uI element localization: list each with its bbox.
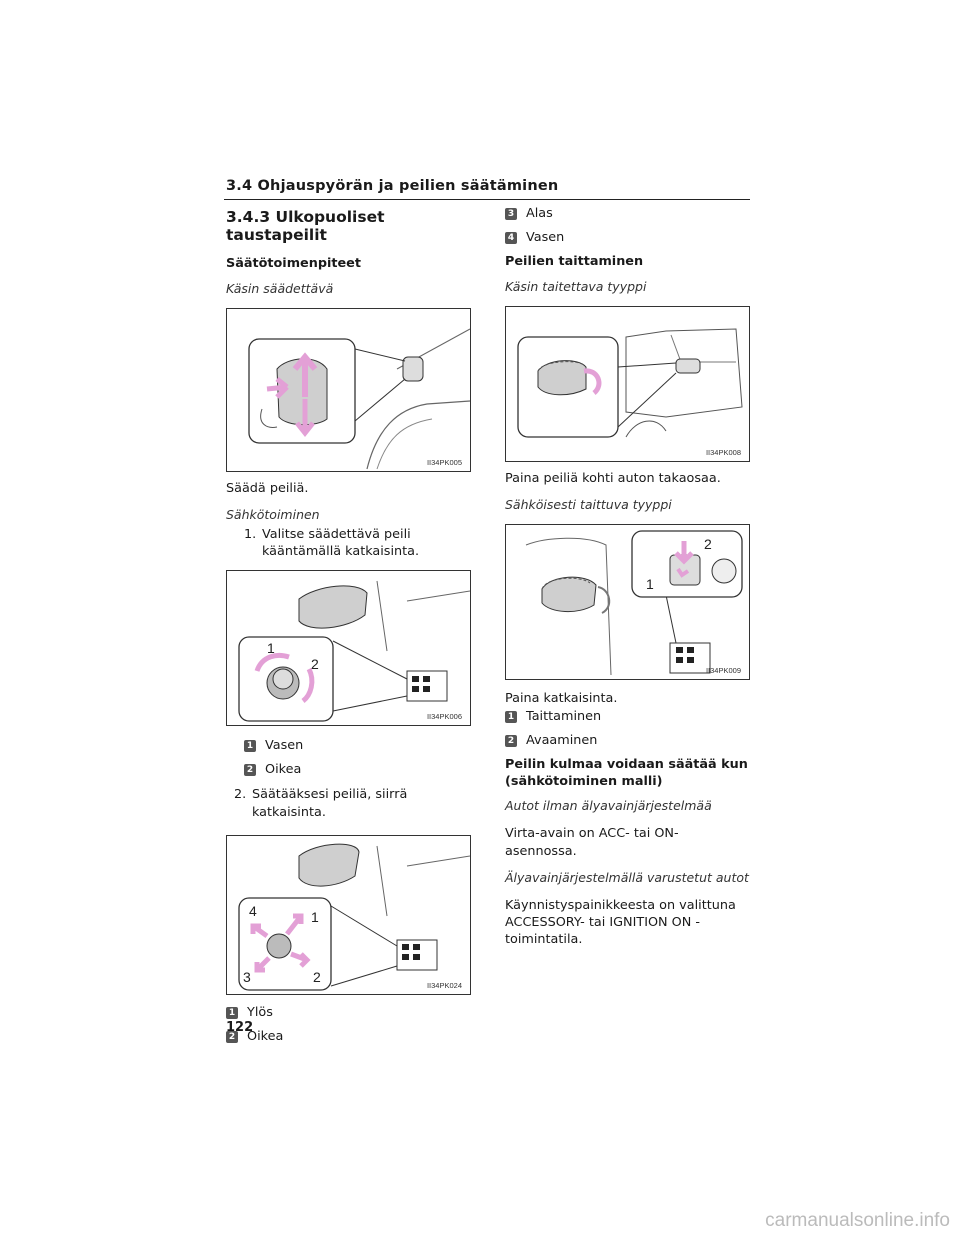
svg-text:3: 3 [243,969,251,985]
svg-text:1: 1 [311,909,319,925]
svg-text:2: 2 [313,969,321,985]
step-number: 2. [234,787,247,803]
smart-text: Käynnistyspainikkeesta on valittuna ACCE… [505,897,736,948]
smart-label: Älyavainjärjestelmällä varustetut autot [505,869,749,885]
legend-label: Taittaminen [526,709,602,725]
figure-electric-fold: 2 1 II34PK009 [505,523,750,680]
manual-mirror-illustration [248,328,470,469]
header-rule [224,199,750,200]
legend-number: 1 [505,711,517,724]
step-number: 1. [244,526,257,542]
right-column: 3 Alas 4 Vasen Peilien taittaminen Käsin… [505,206,750,959]
legend-item: 1 Vasen [244,738,471,753]
legend-label: Alas [526,206,553,221]
legend-item: 2 Oikea [244,762,471,777]
watermark: carmanualsonline.info [765,1210,950,1231]
step-1: 1. Valitse säädettävä peili kääntämällä … [226,526,471,561]
figure-code: II34PK006 [426,712,462,722]
legend-label: Oikea [265,762,302,778]
figure-manual-fold: II34PK008 [505,305,750,462]
legend-number: 2 [244,764,256,777]
svg-text:4: 4 [249,903,257,919]
fig2-legend: 1 Vasen 2 Oikea [226,738,471,777]
legend-label: Vasen [265,738,304,754]
svg-text:2: 2 [704,536,712,552]
figure-electric-adjust: 4 1 3 2 II34PK024 [226,834,471,995]
page-number: 122 [226,1020,254,1035]
legend-number: 2 [226,1030,238,1043]
fig5-legend: 1 Taittaminen 2 Avaaminen [505,709,750,748]
fig5-caption: Paina katkaisinta. [505,690,618,706]
fig3-legend: 1 Ylös 2 Oikea [226,1005,471,1044]
subhead-conditions: Peilin kulmaa voidaan säätää kun (sähköt… [505,757,748,789]
svg-text:1: 1 [267,640,275,656]
subhead-adjustment: Säätötoimenpiteet [226,256,361,271]
legend-label: Oikea [247,1028,284,1044]
legend-number: 3 [505,208,517,220]
step-text: Valitse säädettävä peili kääntämällä kat… [262,526,420,560]
electric-fold-illustration: 2 1 [525,530,743,675]
figure-electric-select: 1 2 II34PK006 [226,570,471,727]
legend-number: 4 [505,232,517,244]
manual-fold-label: Käsin taitettava tyyppi [505,278,647,294]
subhead-folding: Peilien taittaminen [505,254,644,269]
legend-item: 2 Avaaminen [505,733,750,748]
legend-number: 1 [226,1006,238,1019]
electric-switch-illustration: 1 2 [238,581,470,723]
legend-item: 3 Alas [505,206,750,221]
step-2: 2. Säätääksesi peiliä, siirrä katkaisint… [226,786,471,821]
no-smart-text: Virta-avain on ACC- tai ON-asennossa. [505,826,679,859]
left-column: 3.4.3 Ulkopuoliset taustapeilit Säätötoi… [226,208,471,1053]
running-header: 3.4 Ohjauspyörän ja peilien säätäminen [226,178,559,194]
fig4-caption: Paina peiliä kohti auton takaosaa. [505,470,721,486]
legend-item: 2 Oikea [226,1029,471,1044]
svg-text:1: 1 [646,576,654,592]
figure-code: II34PK024 [426,980,462,990]
legend-item: 1 Taittaminen [505,709,750,724]
electric-adjust-illustration: 4 1 3 2 [238,843,470,991]
legend-label: Avaaminen [526,733,598,749]
no-smart-label: Autot ilman älyavainjärjestelmää [505,798,712,814]
legend-item: 4 Vasen [505,230,750,245]
legend-label: Vasen [526,230,565,245]
figure-code: II34PK005 [426,457,462,467]
electric-label: Sähkötoiminen [226,506,320,522]
figure-code: II34PK008 [705,447,741,457]
figure-code: II34PK009 [705,665,741,675]
legend-item: 1 Ylös [226,1005,471,1020]
manual-fold-illustration [517,328,743,438]
step-text: Säätääksesi peiliä, siirrä katkaisinta. [252,787,408,820]
figure-manual-mirror: II34PK005 [226,307,471,472]
legend-number: 1 [244,740,256,753]
electric-fold-label: Sähköisesti taittuva tyyppi [505,496,672,512]
manual-label: Käsin säädettävä [226,280,334,296]
fig1-caption: Säädä peiliä. [226,480,309,496]
svg-text:2: 2 [311,656,319,672]
legend-number: 2 [505,735,517,748]
section-title: 3.4.3 Ulkopuoliset taustapeilit [226,208,385,244]
legend-label: Ylös [247,1004,273,1020]
